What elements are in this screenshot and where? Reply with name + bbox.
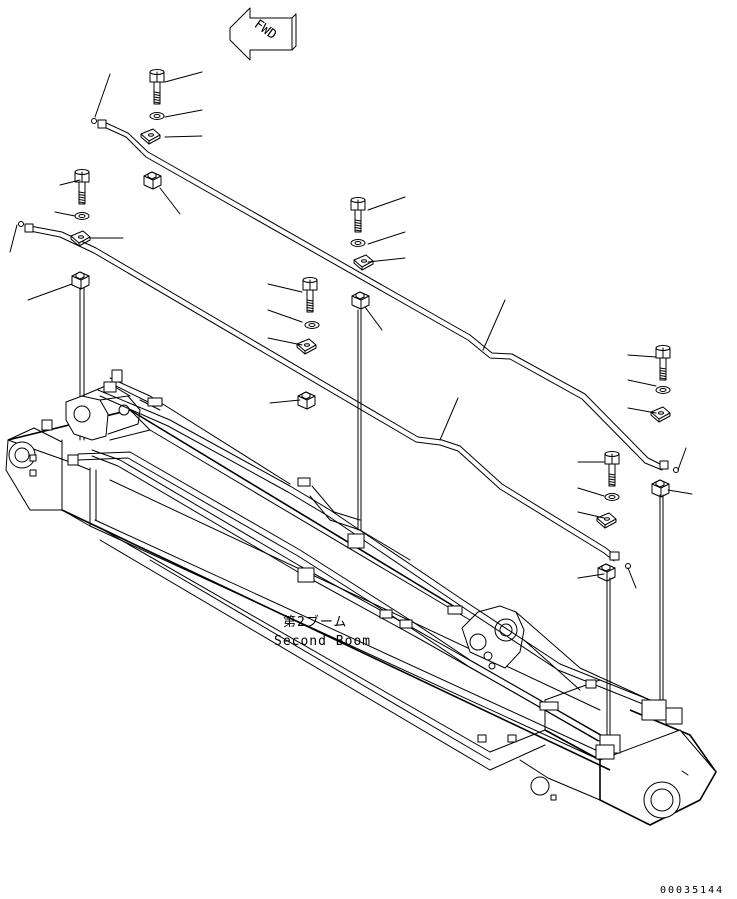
boom-hoses — [41, 369, 683, 760]
upper-pipe-end-fitting — [97, 119, 107, 129]
boom-label-japanese: 第2ブーム — [283, 614, 347, 630]
hardware-group — [70, 69, 671, 582]
boom-label-english: Second Boom — [274, 634, 371, 649]
assembly-lines — [79, 287, 664, 746]
lower-pipe-end-fitting-rear — [609, 551, 620, 561]
o-ring-icon — [91, 118, 97, 124]
upper-pipe — [91, 118, 679, 473]
lower-pipe-end-fitting — [24, 223, 34, 233]
drawing-number: 00035144 — [660, 885, 724, 896]
o-ring-icon — [18, 221, 24, 227]
fwd-arrow-icon: FWD — [229, 7, 297, 61]
leader-lines — [9, 71, 693, 589]
upper-pipe-end-fitting-rear — [659, 460, 669, 470]
